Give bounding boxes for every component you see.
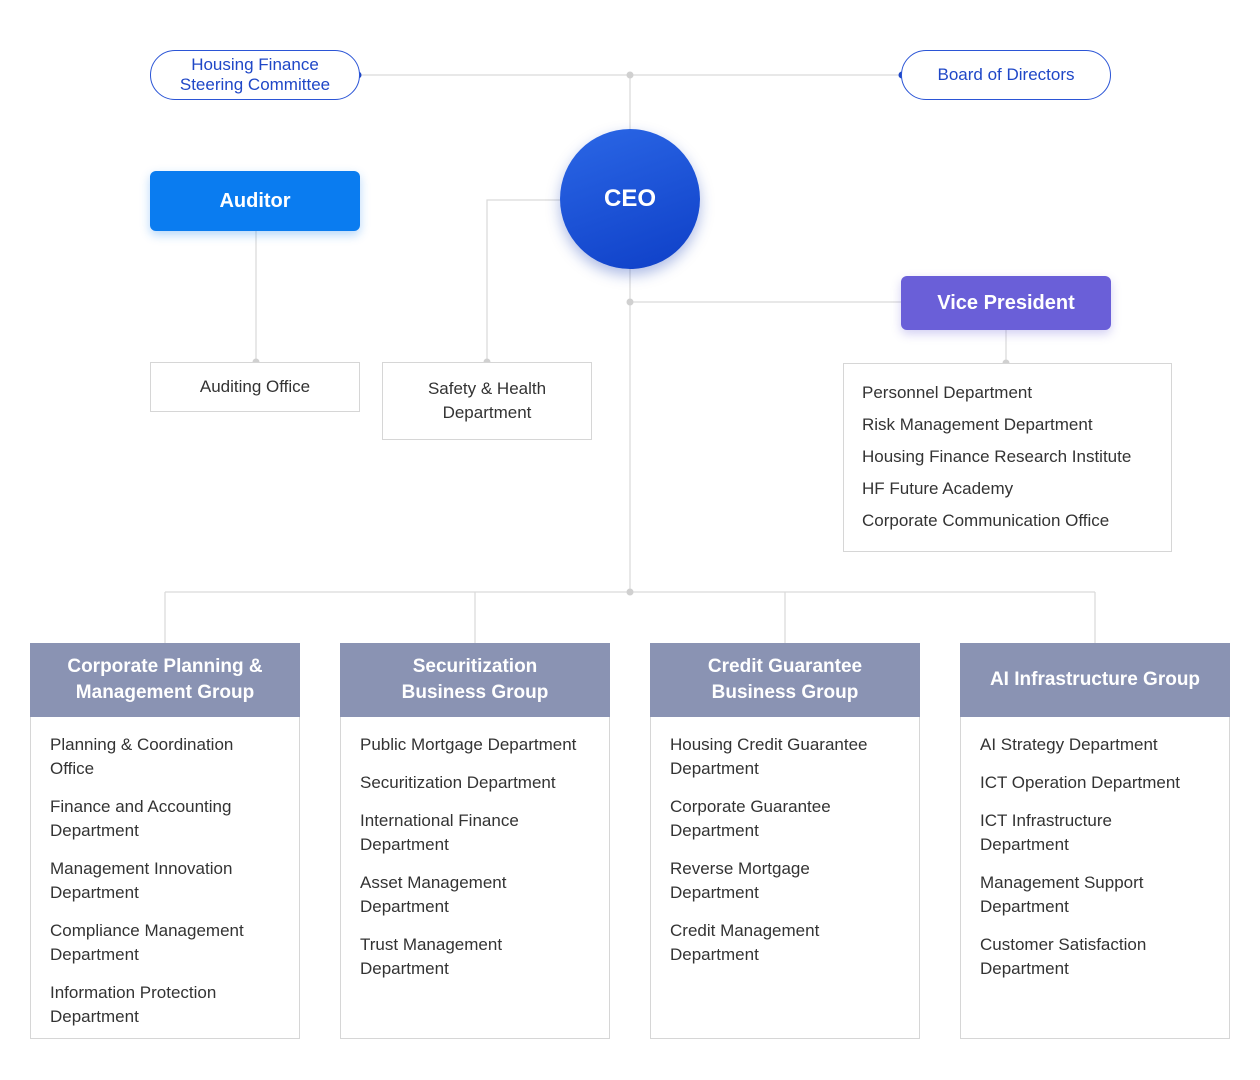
ceo-label: CEO — [603, 185, 656, 212]
list-item: Securitization Department — [360, 773, 556, 792]
list-item: Trust Management Department — [360, 935, 503, 978]
list-item: AI Strategy Department — [980, 735, 1158, 754]
group-title: Securitization Business Group — [401, 656, 549, 703]
group-securitization: Securitization Business Group Public Mor… — [340, 643, 610, 1039]
list-item: Customer Satisfaction Department — [980, 935, 1147, 978]
auditing-office-label: Auditing Office — [199, 377, 311, 396]
list-item: Management Support Department — [980, 873, 1144, 916]
ceo-node: CEO — [560, 129, 700, 269]
group-header: AI Infrastructure Group — [960, 643, 1230, 717]
list-item: Personnel Department — [862, 383, 1033, 402]
group-item-list: Public Mortgage Department Securitizatio… — [341, 717, 609, 981]
list-item: Asset Management Department — [360, 873, 507, 916]
group-corporate-planning: Corporate Planning & Management Group Pl… — [30, 643, 300, 1039]
group-item-list: AI Strategy Department ICT Operation Dep… — [961, 717, 1229, 981]
list-item: HF Future Academy — [862, 479, 1014, 498]
group-item-list: Planning & Coordination Office Finance a… — [31, 717, 299, 1029]
list-item: ICT Operation Department — [980, 773, 1180, 792]
board-of-directors-node: Board of Directors — [901, 50, 1111, 100]
group-header: Corporate Planning & Management Group — [30, 643, 300, 717]
list-item: International Finance Department — [360, 811, 519, 854]
group-header: Securitization Business Group — [340, 643, 610, 717]
group-title: Credit Guarantee Business Group — [707, 656, 863, 703]
list-item: Housing Credit Guarantee Department — [670, 735, 868, 778]
group-title: Corporate Planning & Management Group — [67, 656, 263, 703]
steering-committee-node: Housing Finance Steering Committee — [150, 50, 360, 100]
auditor-node: Auditor — [150, 171, 360, 231]
list-item: Public Mortgage Department — [360, 735, 577, 754]
list-item: Corporate Communication Office — [862, 511, 1110, 530]
list-item: Corporate Guarantee Department — [670, 797, 831, 840]
list-item: Housing Finance Research Institute — [862, 447, 1132, 466]
vice-president-label: Vice President — [937, 291, 1075, 314]
list-item: Finance and Accounting Department — [50, 797, 232, 840]
list-item: Reverse Mortgage Department — [670, 859, 810, 902]
safety-health-node: Safety & Health Department — [382, 362, 592, 440]
group-ai-infrastructure: AI Infrastructure Group AI Strategy Depa… — [960, 643, 1230, 1039]
list-item: Planning & Coordination Office — [50, 735, 234, 778]
list-item: Credit Management Department — [670, 921, 820, 964]
group-header: Credit Guarantee Business Group — [650, 643, 920, 717]
vp-department-list: Personnel Department Risk Management Dep… — [843, 363, 1172, 552]
list-item: Management Innovation Department — [50, 859, 233, 902]
safety-health-label: Safety & Health Department — [427, 379, 547, 422]
list-item: Information Protection Department — [50, 983, 217, 1026]
steering-committee-label: Housing Finance Steering Committee — [179, 55, 331, 94]
auditing-office-node: Auditing Office — [150, 362, 360, 412]
group-credit-guarantee: Credit Guarantee Business Group Housing … — [650, 643, 920, 1039]
group-title: AI Infrastructure Group — [989, 669, 1201, 690]
group-item-list: Housing Credit Guarantee Department Corp… — [651, 717, 919, 967]
board-of-directors-label: Board of Directors — [937, 65, 1075, 84]
list-item: Compliance Management Department — [50, 921, 244, 964]
auditor-label: Auditor — [219, 189, 291, 212]
list-item: ICT Infrastructure Department — [980, 811, 1112, 854]
vice-president-node: Vice President — [901, 276, 1111, 330]
list-item: Risk Management Department — [862, 415, 1093, 434]
